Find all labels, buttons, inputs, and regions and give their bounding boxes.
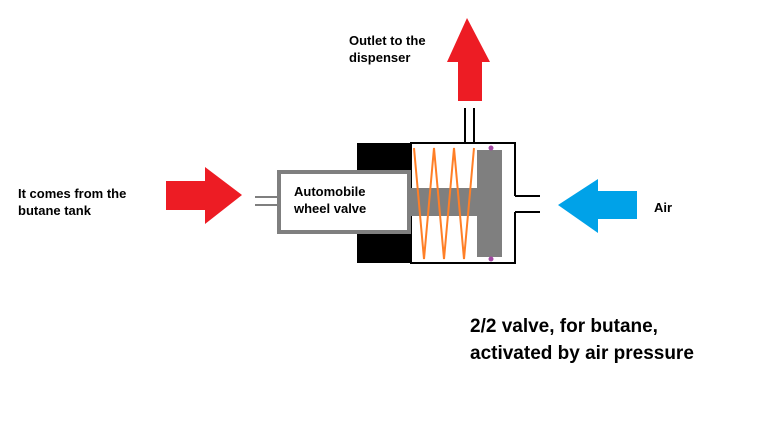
outlet-pipe — [464, 108, 475, 143]
outlet-label: Outlet to the dispenser — [349, 33, 426, 65]
air-label: Air — [654, 200, 673, 215]
air-inlet-pipe — [515, 195, 540, 213]
seal-top-icon — [488, 145, 494, 151]
piston-head — [477, 150, 502, 257]
inlet-arrow-icon — [166, 167, 242, 224]
caption: 2/2 valve, for butane, activated by air … — [470, 316, 694, 364]
source-label: It comes from the butane tank — [18, 186, 127, 218]
outlet-arrow-icon — [447, 18, 490, 101]
spring — [413, 147, 475, 260]
air-arrow-icon — [558, 179, 637, 233]
seal-bottom-icon — [488, 256, 494, 262]
inlet-pipe — [255, 196, 280, 206]
wheel-valve-label: Automobile wheel valve — [294, 184, 367, 216]
